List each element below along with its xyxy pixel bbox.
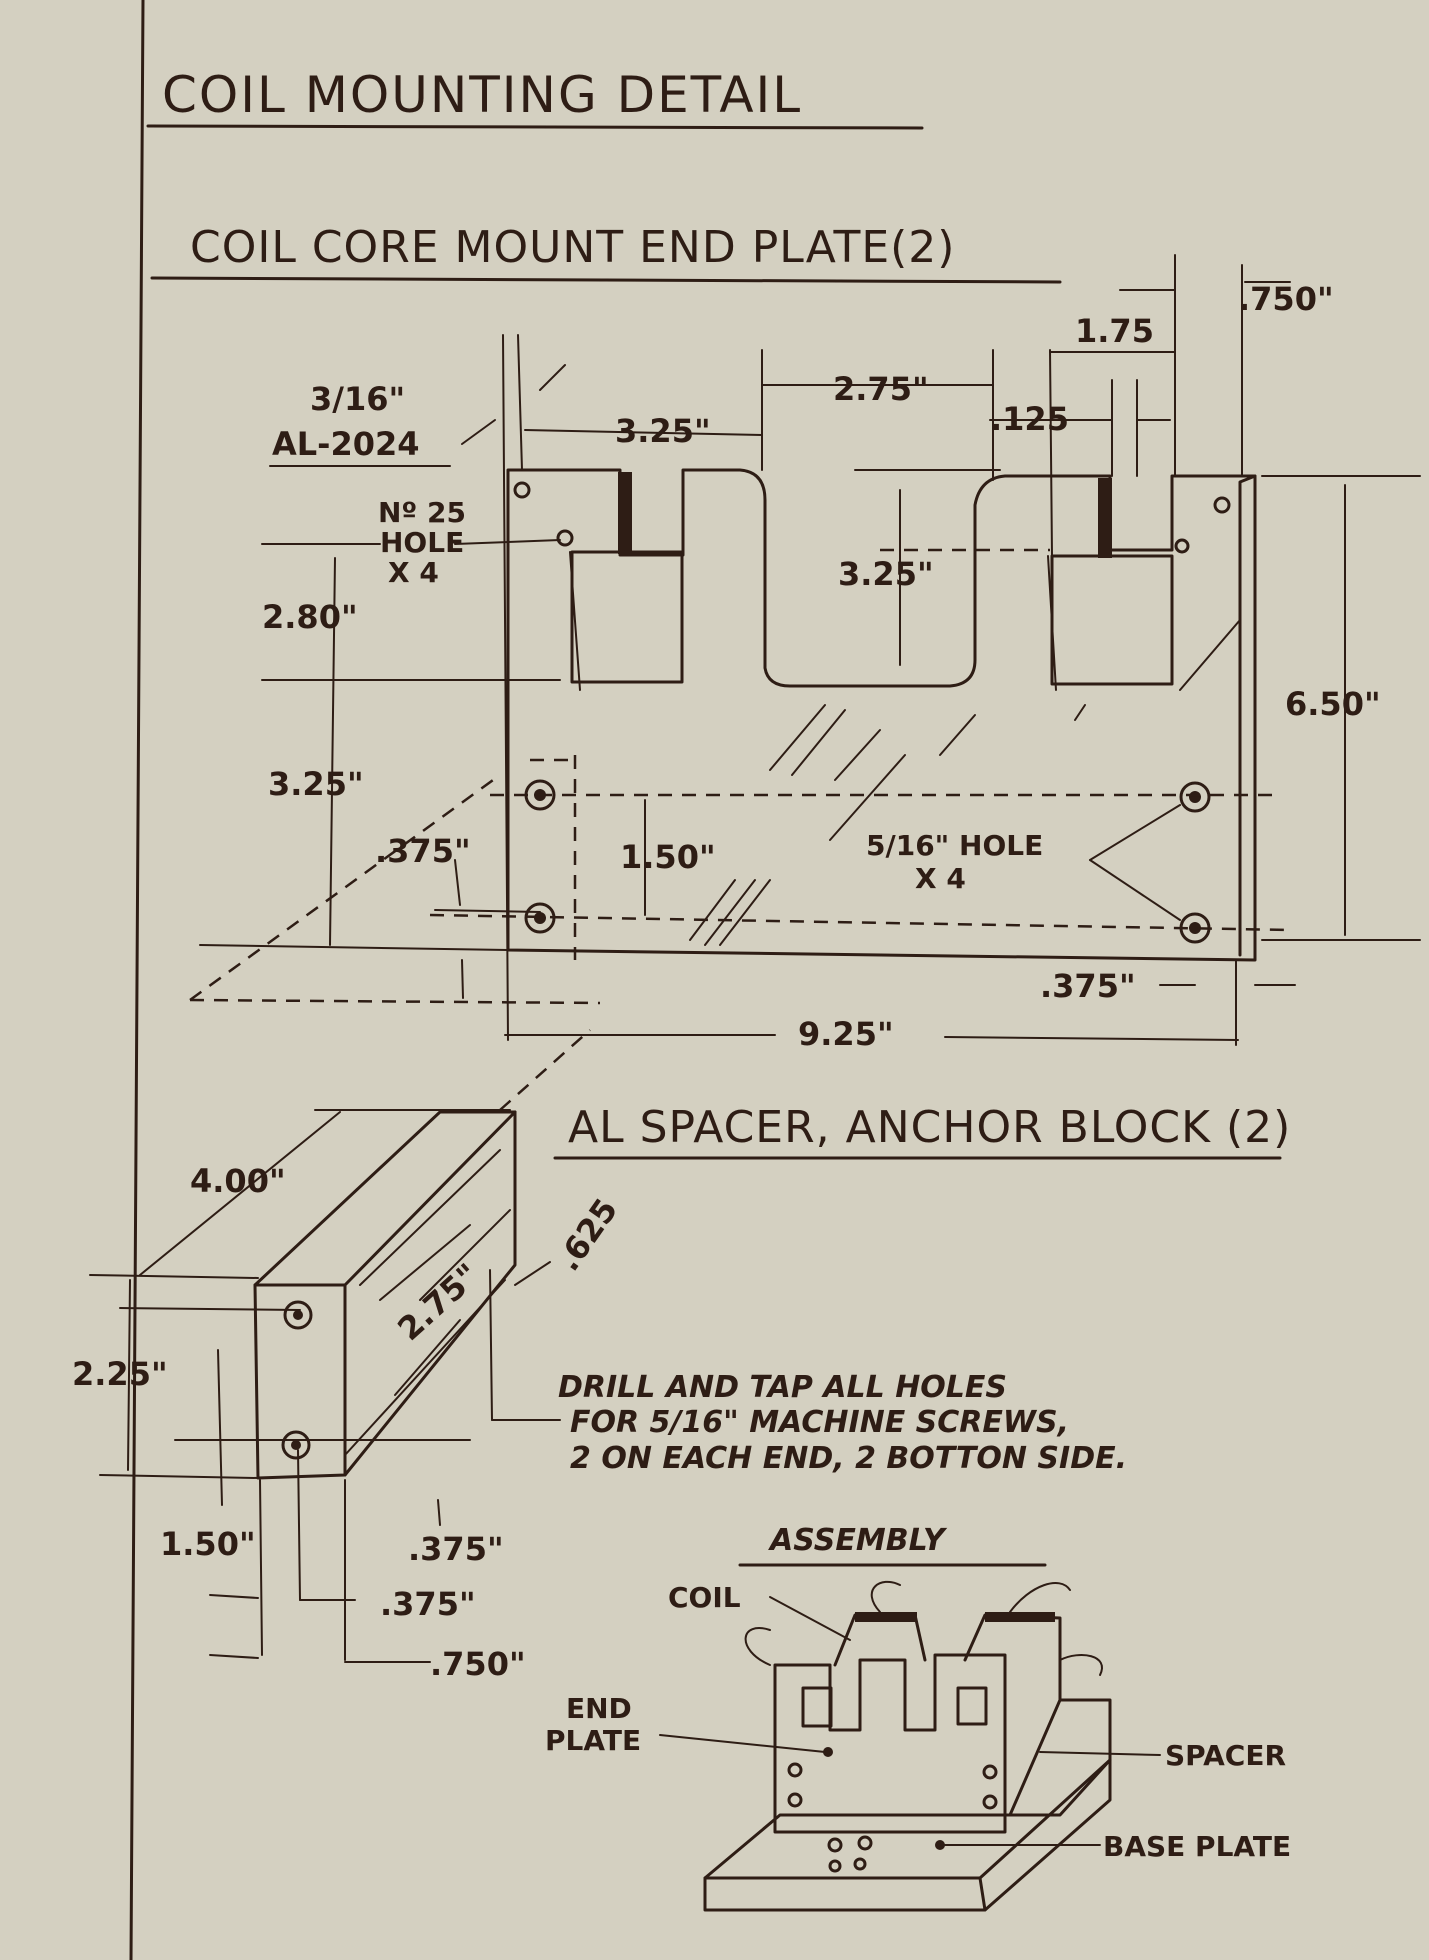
page-title: COIL MOUNTING DETAIL — [162, 66, 802, 124]
spacer-dim-4-00: 4.00" — [190, 1162, 286, 1200]
assembly-label-base-plate: BASE PLATE — [1103, 1830, 1291, 1863]
assembly-leaders — [659, 1596, 1161, 1846]
assembly-label-end: END — [566, 1692, 632, 1725]
dim-6-50: 6.50" — [1285, 685, 1381, 723]
dim-2-75: 2.75" — [833, 370, 929, 408]
assembly-label-plate: PLATE — [545, 1724, 641, 1757]
no25-hole-note-1: Nº 25 — [378, 496, 466, 529]
no25-hole-2 — [556, 529, 574, 547]
spacer-dim-2-25: 2.25" — [72, 1355, 168, 1393]
drill-note-2: FOR 5/16" MACHINE SCREWS, — [570, 1405, 1069, 1440]
dim-3-25-top: 3.25" — [615, 412, 711, 450]
big-hole-3 — [1179, 781, 1211, 813]
spacer-hole-1 — [283, 1300, 313, 1330]
end-plate-hatching — [689, 619, 1241, 946]
spacer-dim-375-a: .375" — [408, 1530, 504, 1568]
no25-hole-3 — [1213, 496, 1231, 514]
dim-9-25: 9.25" — [798, 1015, 894, 1053]
end-plate-labels: 3/16" AL-2024 Nº 25 HOLE X 4 .750" 1.75 … — [262, 280, 1381, 1053]
assembly-label-spacer: SPACER — [1165, 1739, 1286, 1772]
end-plate-edge — [1238, 474, 1257, 957]
assembly-base-plate — [703, 1758, 1112, 1912]
spacer-heading: AL SPACER, ANCHOR BLOCK (2) — [568, 1102, 1291, 1153]
assembly-heading: ASSEMBLY — [768, 1523, 948, 1558]
dim-2-80: 2.80" — [262, 598, 358, 636]
dim-375-left: .375" — [375, 832, 471, 870]
end-plate-dimension-lines — [189, 254, 1421, 1111]
no25-hole-1 — [513, 481, 531, 499]
dim-3-25-slot: 3.25" — [838, 555, 934, 593]
right-window — [1050, 554, 1174, 686]
big-hole-note-2: X 4 — [915, 862, 966, 895]
title-underline — [146, 124, 924, 130]
left-window — [570, 550, 684, 684]
spacer-dim-375-b: .375" — [380, 1585, 476, 1623]
right-core-bar — [1098, 478, 1112, 558]
no25-hole-note-2: HOLE — [380, 526, 464, 559]
spacer-dim-625: .625 — [549, 1191, 625, 1277]
spacer-hole-2 — [281, 1430, 311, 1460]
dim-3-25-left: 3.25" — [268, 765, 364, 803]
spacer-dimension-lines — [89, 1109, 561, 1663]
hole-centerline-lower — [429, 913, 1291, 932]
drill-note-1: DRILL AND TAP ALL HOLES — [558, 1370, 1007, 1405]
dim-750-top: .750" — [1238, 280, 1334, 318]
end-plate-outline — [506, 468, 1257, 962]
material-thickness: 3/16" — [310, 380, 405, 418]
assembly-end-plate — [773, 1653, 1007, 1834]
material-spec: AL-2024 — [272, 425, 420, 463]
dim-1-50: 1.50" — [620, 838, 716, 876]
spacer-hatching — [344, 1149, 511, 1456]
spacer-dim-1-50: 1.50" — [160, 1525, 256, 1563]
assembly-spacer — [1008, 1698, 1112, 1817]
drill-note-3: 2 ON EACH END, 2 BOTTON SIDE. — [570, 1441, 1127, 1476]
end-plate-heading: COIL CORE MOUNT END PLATE(2) — [190, 222, 955, 273]
assembly-labels: COIL END PLATE SPACER BASE PLATE — [545, 1581, 1291, 1863]
big-hole-note-1: 5/16" HOLE — [866, 829, 1043, 862]
dim-1-75: 1.75 — [1075, 312, 1154, 350]
end-plate-drawing — [429, 468, 1291, 962]
spacer-dim-2-75: 2.75" — [390, 1256, 486, 1348]
margin-rule — [129, 0, 145, 1960]
assembly-label-coil: COIL — [668, 1581, 741, 1614]
assembly-drawing — [703, 1580, 1112, 1912]
no25-hole-4 — [1174, 538, 1190, 554]
dim-125: .125 — [990, 400, 1069, 438]
no25-hole-note-3: X 4 — [388, 556, 439, 589]
spacer-dim-750: .750" — [430, 1645, 526, 1683]
dim-375-right: .375" — [1040, 967, 1136, 1005]
end-plate-heading-underline — [150, 276, 1062, 284]
spacer-labels: 4.00" 2.75" .625 2.25" 1.50" .375" .375"… — [72, 1162, 1127, 1683]
left-core-bar — [618, 472, 632, 554]
